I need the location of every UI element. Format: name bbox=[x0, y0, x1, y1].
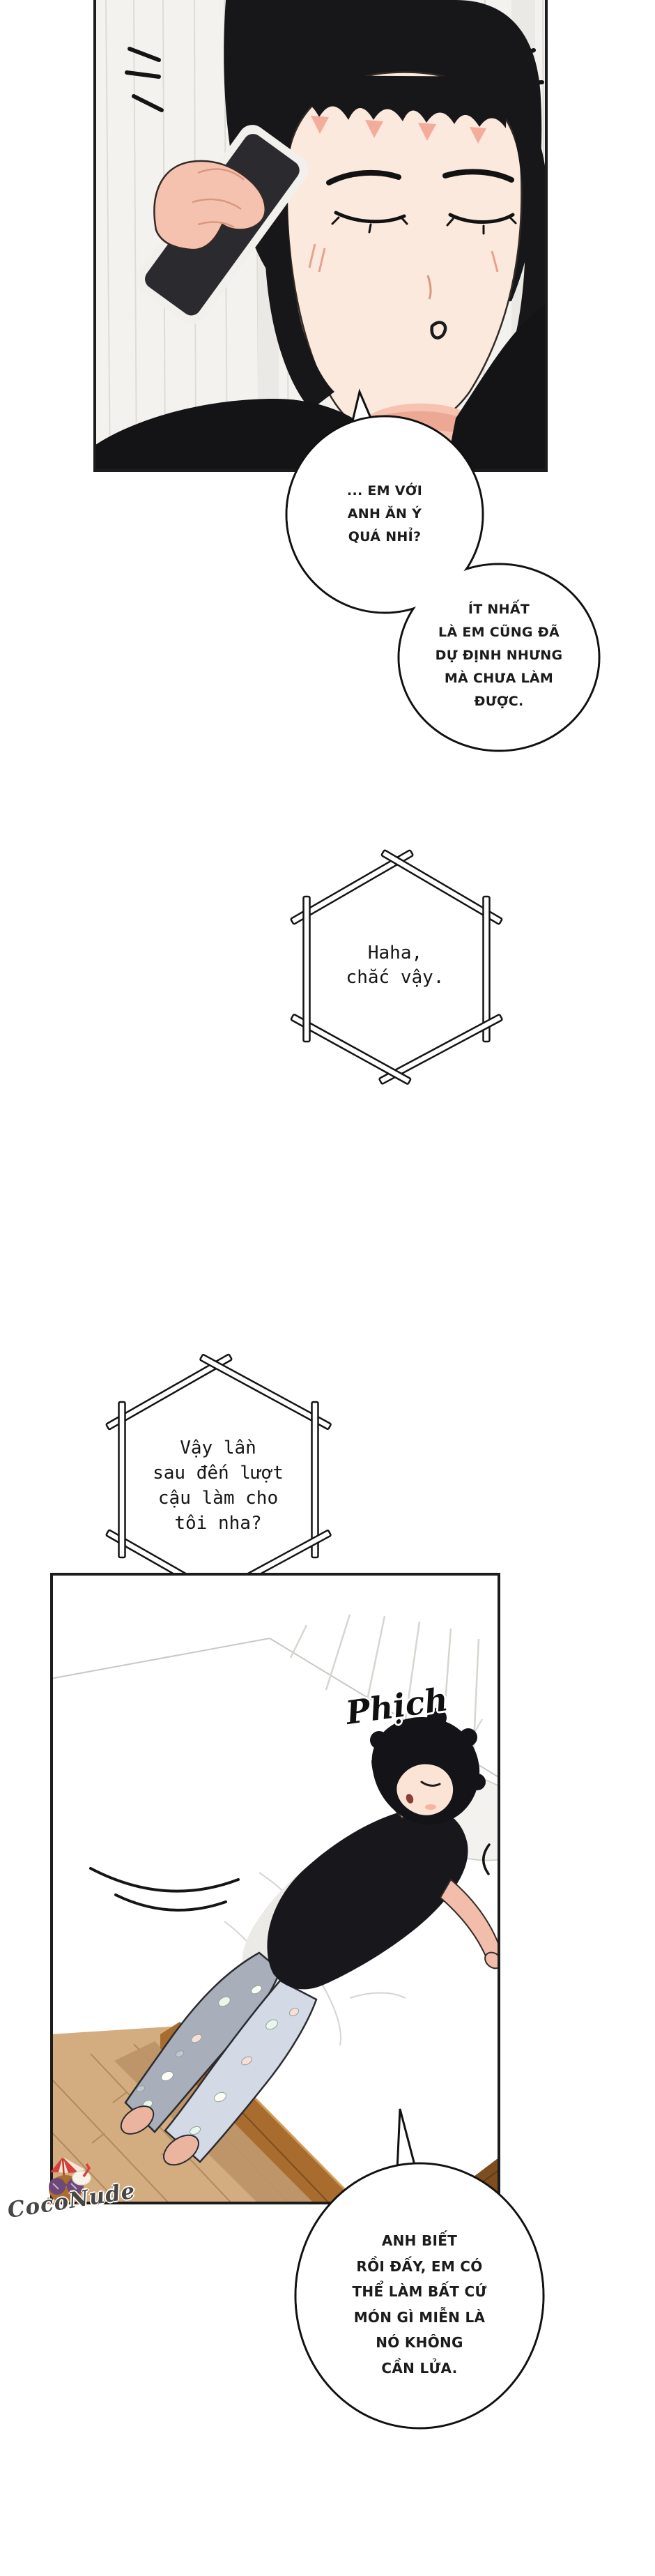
hexagon-sticks bbox=[290, 849, 503, 1085]
speech-line: DỰ ĐỊNH NHƯNG bbox=[435, 648, 563, 663]
cheek-blush bbox=[425, 1804, 436, 1810]
straw-icon bbox=[82, 2163, 91, 2177]
speech-line: ANH BIẾT bbox=[381, 2232, 458, 2249]
speech-line: Haha, bbox=[367, 943, 423, 963]
bubble-tail bbox=[396, 2108, 417, 2172]
cheek-shading bbox=[308, 243, 499, 273]
speech-line: LÀ EM CŨNG ĐÃ bbox=[438, 625, 560, 640]
speech-bubble-3 bbox=[294, 2108, 545, 2430]
dino-print-pattern bbox=[136, 1985, 300, 2135]
panel-top-phone-call bbox=[93, 0, 548, 472]
hexagon-bubble-2-text: Vậy lần sau đến lượt cậu làm cho tôi nha… bbox=[114, 1435, 323, 1536]
eye-closed-bed bbox=[420, 1781, 441, 1787]
speech-line: NÓ KHÔNG bbox=[376, 2334, 463, 2351]
annoyance-marks-left bbox=[125, 47, 164, 112]
coconut-icon bbox=[44, 2157, 91, 2204]
hand-holding-phone bbox=[153, 160, 266, 251]
nose-line bbox=[426, 275, 432, 300]
eyes-closed bbox=[326, 169, 517, 235]
speech-line: sau đến lượt bbox=[153, 1463, 284, 1484]
speech-line: ĐƯỢC. bbox=[474, 694, 524, 709]
speech-line: ANH ĂN Ý bbox=[347, 506, 422, 521]
sheet-pleats bbox=[289, 1614, 480, 1773]
forehead-blush bbox=[311, 116, 486, 144]
speech-line: RỒI ĐẤY, EM CÓ bbox=[356, 2257, 483, 2275]
speech-bubble-pair bbox=[285, 388, 601, 752]
speech-line: tôi nha? bbox=[174, 1513, 262, 1534]
finger-lines bbox=[192, 168, 245, 229]
shirt-right-shoulder bbox=[445, 304, 548, 472]
speech-line: THỂ LÀM BẤT CỨ bbox=[352, 2283, 487, 2300]
coconut-drink bbox=[72, 2170, 91, 2186]
tshirt-torso bbox=[267, 1807, 468, 1990]
speech-line: QUÁ NHỈ? bbox=[348, 529, 422, 544]
umbrella-icon bbox=[50, 2157, 85, 2179]
speech-line: chắc vậy. bbox=[346, 967, 445, 988]
watermark-logo: CocoNude bbox=[6, 2154, 137, 2234]
speech-line: ÍT NHẤT bbox=[468, 602, 530, 617]
speech-bubble-1-text: ... EM VỚI ANH ĂN Ý QUÁ NHỈ? bbox=[311, 480, 458, 549]
hexagon-bubble-1 bbox=[290, 849, 503, 1085]
foot-far bbox=[120, 2105, 155, 2135]
sound-mark bbox=[482, 1843, 491, 1875]
open-mouth bbox=[406, 1794, 414, 1804]
foot-near bbox=[163, 2134, 199, 2166]
speech-line: MÀ CHƯA LÀM bbox=[444, 671, 554, 686]
pajama-leg-near bbox=[164, 1979, 318, 2163]
speech-bubble-2-text: ÍT NHẤT LÀ EM CŨNG ĐÃ DỰ ĐỊNH NHƯNG MÀ C… bbox=[415, 598, 583, 713]
speech-line: CẦN LỬA. bbox=[381, 2359, 458, 2377]
character-lying bbox=[120, 1708, 500, 2166]
pout-mouth bbox=[430, 321, 447, 340]
hair-curls bbox=[370, 1708, 486, 1790]
hair-bangs bbox=[290, 75, 507, 128]
motion-arcs bbox=[89, 1867, 240, 1912]
hexagon-bubble-1-text: Haha, chắc vậy. bbox=[298, 941, 493, 990]
speech-line: Vậy lần bbox=[180, 1438, 256, 1458]
speech-bubble-3-text: ANH BIẾT RỒI ĐẤY, EM CÓ THỂ LÀM BẤT CỨ M… bbox=[329, 2228, 510, 2381]
speech-line: cậu làm cho bbox=[157, 1488, 279, 1509]
speech-line: MÓN GÌ MIỄN LÀ bbox=[353, 2308, 486, 2326]
panel-border bbox=[50, 1573, 500, 2204]
speech-line: ... EM VỚI bbox=[346, 483, 423, 498]
